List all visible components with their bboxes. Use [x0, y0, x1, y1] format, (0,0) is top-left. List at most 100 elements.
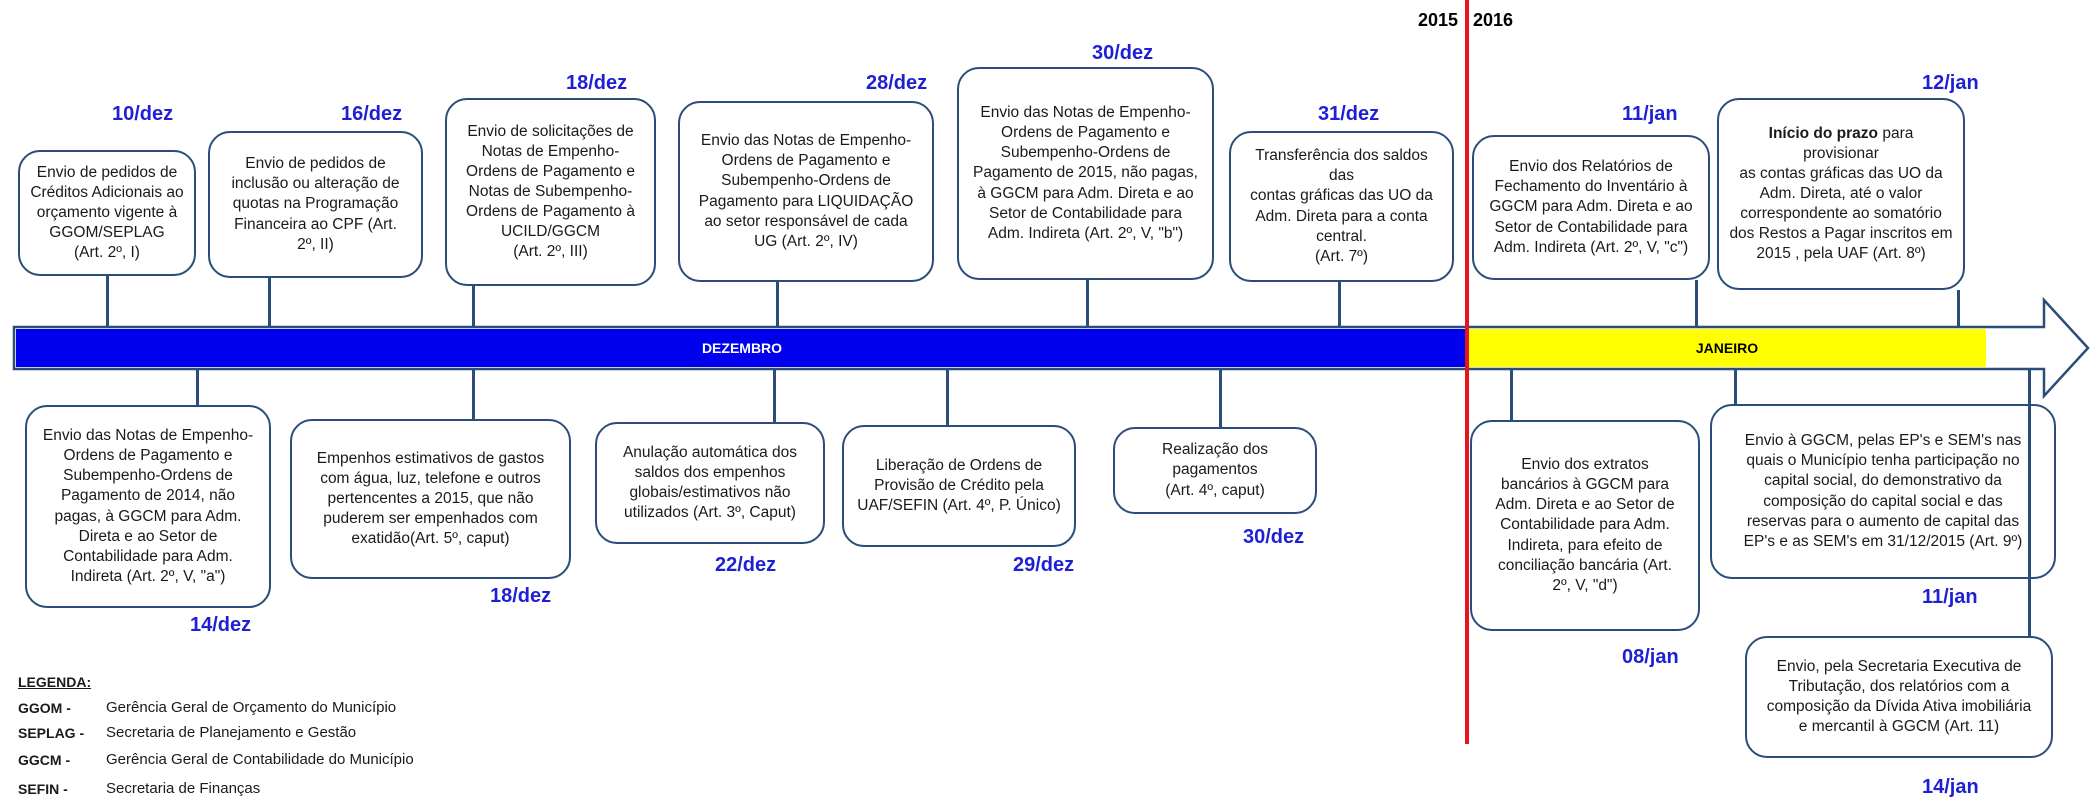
event-text-line: Tributação, dos relatórios com a	[1788, 677, 2010, 695]
event-text-line: exatidão(Art. 5º, caput)	[351, 530, 510, 548]
event-text-line: (Art. 2º, I)	[74, 244, 140, 262]
legend-title: LEGENDA:	[18, 674, 92, 690]
connector-line	[773, 369, 776, 422]
connector-line	[2028, 369, 2031, 636]
event-text-bold: Início do prazo	[1768, 124, 1879, 142]
event-date: 30/dez	[1243, 526, 1305, 548]
event-text-line: Notas de Subempenho-	[468, 182, 633, 200]
event-text-line: (Art. 4º, caput)	[1165, 481, 1265, 499]
event-text-line: composição do capital social e das	[1763, 492, 2003, 510]
event-text-line: bancários à GGCM para	[1501, 476, 1669, 494]
event-text-line: utilizados (Art. 3º, Caput)	[624, 504, 796, 522]
event-box-payments: Realização dos pagamentos (Art. 4º, capu…	[1113, 427, 1317, 514]
event-text-line: Créditos Adicionais ao	[30, 183, 184, 201]
event-text-line: Envio das Notas de Empenho-	[700, 132, 912, 150]
event-text-line: pagas, à GGCM para Adm.	[54, 507, 242, 525]
event-text-line: Pagamento de 2014, não	[60, 487, 236, 505]
event-text-line: conciliação bancária (Art.	[1497, 556, 1673, 574]
year-label-2015: 2015	[1418, 10, 1459, 30]
event-text-line: Subempenho-Ordens de	[721, 172, 891, 190]
event-text-line: Indireta, para efeito de	[1507, 536, 1663, 554]
event-text-line: Pagamento para LIQUIDAÇÃO	[698, 192, 914, 210]
event-date: 31/dez	[1318, 103, 1380, 125]
event-text-line: GGCM para Adm. Direta e ao	[1489, 198, 1693, 216]
event-date: 10/dez	[112, 103, 174, 125]
event-text-line: UAF/SEFIN (Art. 4º, P. Único)	[857, 497, 1061, 515]
event-box-inventory-reports: Envio dos Relatórios de Fechamento do In…	[1472, 135, 1710, 280]
connector-line	[472, 286, 475, 327]
connector-line	[1338, 282, 1341, 327]
event-text-line: contas gráficas das UO da	[1250, 187, 1433, 205]
event-text-line: Adm. Indireta (Art. 2º, V, "c")	[1493, 238, 1689, 256]
event-date: 14/jan	[1922, 776, 1979, 798]
event-text-line: Contabilidade para Adm.	[63, 547, 233, 565]
event-text-line: Envio de pedidos de	[36, 163, 178, 181]
event-date: 30/dez	[1092, 42, 1154, 64]
event-text-line: Liberação de Ordens de	[875, 456, 1043, 474]
event-text-line: reservas para o aumento de capital das	[1746, 512, 2020, 530]
event-text-line: à GGCM para Adm. Direta e ao	[977, 184, 1194, 202]
month-label-janeiro: JANEIRO	[1695, 340, 1759, 356]
event-text-line: Pagamento de 2015, não pagas,	[973, 164, 1198, 182]
event-text-line: Anulação automática dos	[622, 443, 798, 461]
connector-line	[472, 369, 475, 419]
event-text-line: dos Restos a Pagar inscritos em	[1729, 225, 1953, 243]
legend-desc: Secretaria de Planejamento e Gestão	[106, 724, 357, 741]
event-text-line: 2º, II)	[297, 235, 334, 253]
event-text-line: Notas de Empenho-	[481, 142, 620, 160]
event-date: 08/jan	[1622, 646, 1679, 668]
event-text-line: Adm. Direta, até o valor	[1759, 184, 1923, 202]
event-date: 11/jan	[1922, 586, 1978, 608]
event-date: 16/dez	[341, 103, 403, 125]
event-text-line: Ordens de Pagamento à	[466, 203, 635, 221]
event-box-quota-requests: Envio de pedidos de inclusão ou alteraçã…	[208, 131, 423, 278]
event-date: 18/dez	[490, 585, 552, 607]
connector-line	[1957, 290, 1960, 327]
event-box-provision-start: Início do prazo para provisionar as cont…	[1717, 98, 1965, 290]
event-text-line: 2º, V, "d")	[1552, 576, 1618, 594]
event-text-line: globais/estimativos não	[629, 484, 791, 501]
month-band-dezembro: DEZEMBRO	[16, 329, 1468, 367]
event-text-line: Fechamento do Inventário à	[1494, 178, 1688, 196]
connector-line	[776, 282, 779, 327]
legend-abbr: GGCM -	[18, 752, 71, 768]
event-text-line: orçamento vigente à	[36, 203, 178, 221]
event-date: 29/dez	[1013, 554, 1075, 576]
event-text-line: pagamentos	[1172, 461, 1258, 479]
event-box-capital-statement: Envio à GGCM, pelas EP's e SEM's nas qua…	[1710, 404, 2056, 579]
event-text-line: Direta e ao Setor de	[78, 527, 218, 545]
event-text-line: saldos dos empenhos	[634, 463, 786, 481]
connector-line	[106, 276, 109, 327]
event-text-line: Adm. Indireta (Art. 2º, V, "b")	[987, 224, 1184, 242]
event-date: 28/dez	[866, 72, 928, 94]
event-text-line: Setor de Contabilidade para	[1494, 218, 1688, 236]
event-text-line: Envio à GGCM, pelas EP's e SEM's nas	[1744, 432, 2022, 450]
event-box-liquidation: Envio das Notas de Empenho- Ordens de Pa…	[678, 101, 934, 282]
event-box-credit-requests: Envio de pedidos de Créditos Adicionais …	[18, 150, 196, 276]
event-box-credit-provision: Liberação de Ordens de Provisão de Crédi…	[842, 425, 1076, 547]
event-text-line: EP's e as SEM's em 31/12/2015 (Art. 9º)	[1743, 532, 2023, 550]
event-date: 14/dez	[190, 614, 252, 636]
event-text-line: com água, luz, telefone e outros	[320, 469, 541, 487]
connector-line	[1510, 369, 1513, 420]
connector-line	[268, 278, 271, 327]
event-text-line: puderem ser empenhados com	[323, 510, 538, 528]
event-text-line: Provisão de Crédito pela	[874, 476, 1044, 494]
event-text-line: correspondente ao somatório	[1740, 205, 1942, 223]
event-text-line: Envio de solicitações de	[467, 122, 634, 140]
event-text-line: Envio de pedidos de	[245, 155, 386, 173]
event-text-line: Indireta (Art. 2º, V, "a")	[70, 567, 226, 585]
event-text-line: para provisionar	[1803, 124, 1914, 162]
connector-line	[1734, 369, 1737, 404]
event-date: 11/jan	[1622, 103, 1678, 125]
event-box-unpaid-2015: Envio das Notas de Empenho- Ordens de Pa…	[957, 67, 1214, 280]
event-text-line: Realização dos	[1162, 441, 1268, 459]
connector-line	[946, 369, 949, 425]
event-text-line: (Art. 2º, III)	[513, 243, 588, 261]
month-band-janeiro: JANEIRO	[1468, 329, 1986, 367]
event-text-line: (Art. 7º)	[1314, 247, 1369, 265]
legend-desc: Secretaria de Finanças	[106, 780, 261, 797]
year-label-2016: 2016	[1473, 10, 1514, 30]
event-date: 18/dez	[566, 72, 628, 94]
event-text-line: inclusão ou alteração de	[231, 175, 400, 193]
